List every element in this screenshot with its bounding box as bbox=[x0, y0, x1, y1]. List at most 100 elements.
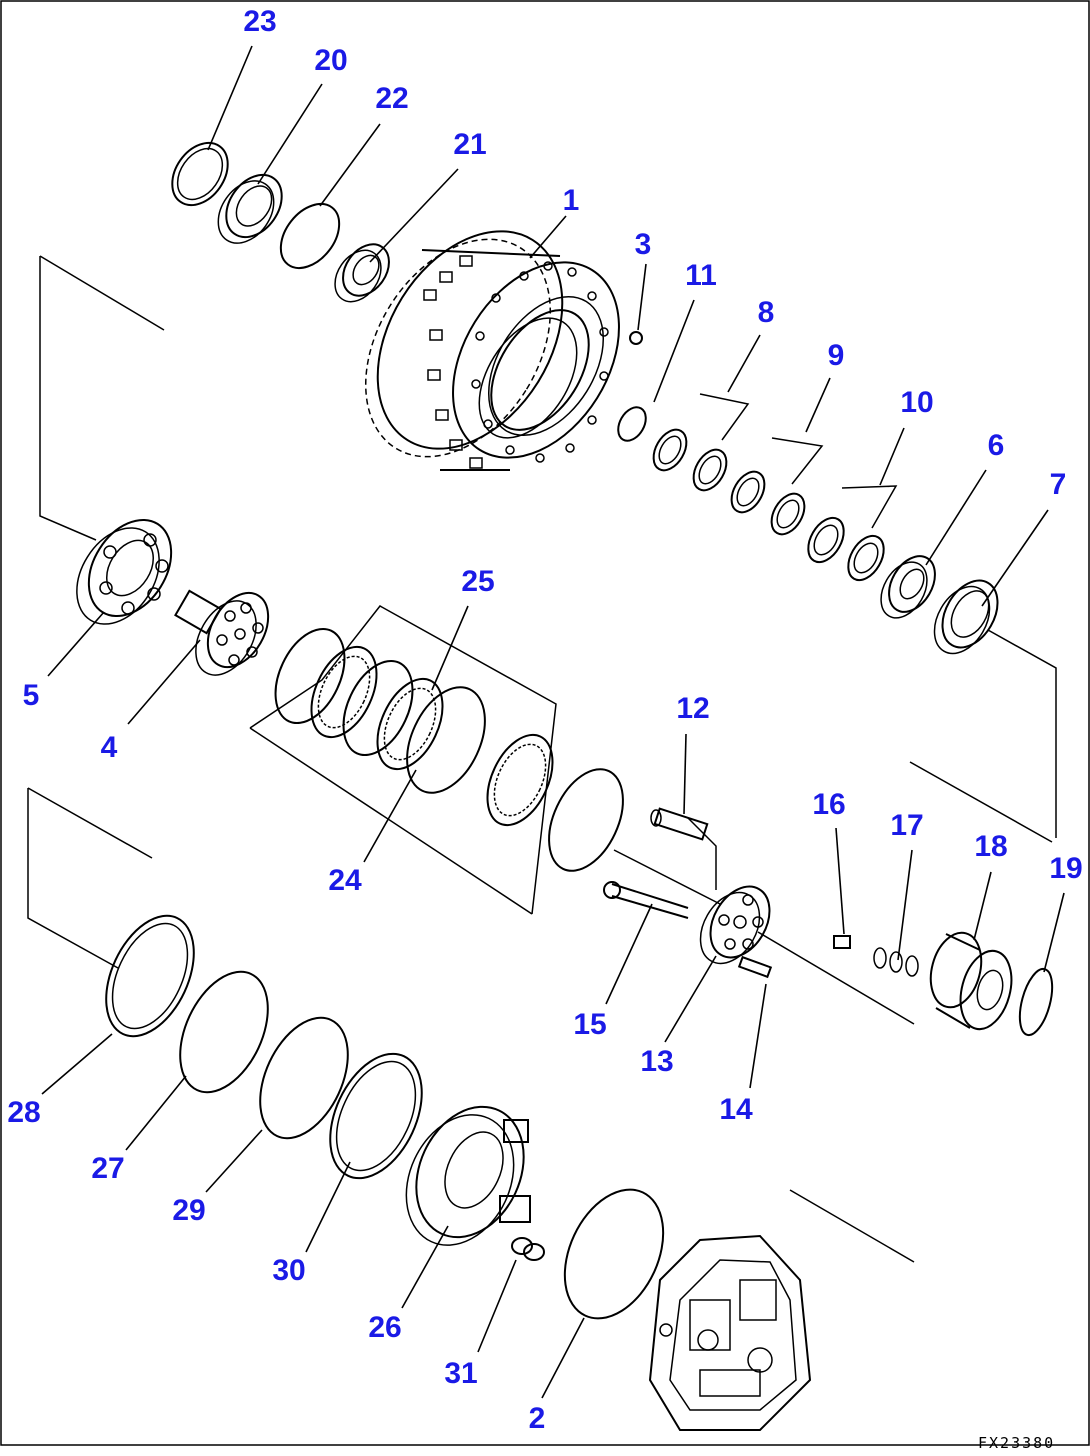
part-21-bearing bbox=[334, 243, 390, 303]
phantom-line-lower-left-diag bbox=[27, 787, 153, 859]
callout-number-15: 15 bbox=[573, 1008, 606, 1041]
leader-line-25 bbox=[431, 605, 469, 691]
callout-number-17: 17 bbox=[890, 809, 923, 842]
phantom-line-pin bbox=[687, 817, 717, 890]
leader-line-8 bbox=[727, 334, 761, 393]
callout-number-24: 24 bbox=[328, 864, 362, 897]
callout-number-2: 2 bbox=[529, 1402, 546, 1435]
part-2-o-ring bbox=[563, 1188, 665, 1320]
part-4-cylinder-block bbox=[174, 589, 270, 676]
callout-number-31: 31 bbox=[444, 1357, 477, 1390]
phantom-line-plate bbox=[613, 849, 721, 905]
phantom-line-lower-left bbox=[27, 788, 119, 969]
callout-number-23: 23 bbox=[243, 5, 276, 38]
part-27-o-ring bbox=[179, 970, 269, 1094]
callout-number-22: 22 bbox=[375, 82, 408, 115]
leader-line-26 bbox=[401, 1225, 449, 1309]
phantom-line-right bbox=[987, 629, 1057, 838]
leader-line-4 bbox=[127, 639, 201, 725]
leader-line-11 bbox=[653, 299, 695, 403]
phantom-lines bbox=[27, 255, 1057, 1263]
part-25-brake-plates bbox=[274, 627, 444, 771]
part-6-bearing bbox=[880, 555, 936, 619]
callout-number-29: 29 bbox=[172, 1194, 205, 1227]
leader-line-23 bbox=[207, 45, 253, 151]
leader-line-20 bbox=[257, 83, 323, 185]
leader-line-16 bbox=[835, 827, 845, 935]
leader-line-15 bbox=[605, 903, 653, 1005]
part-11-ring bbox=[617, 406, 647, 442]
leader-line-18 bbox=[973, 871, 992, 941]
bracket-9 bbox=[771, 437, 824, 485]
leader-line-9 bbox=[805, 377, 831, 433]
part-24-brake-discs bbox=[406, 686, 554, 827]
part-22-o-ring bbox=[279, 203, 341, 269]
part-14-bolt bbox=[737, 955, 773, 979]
part-3-plug bbox=[629, 331, 643, 345]
leader-line-13 bbox=[664, 955, 717, 1043]
phantom-line-disc-base bbox=[249, 727, 533, 915]
leader-line-14 bbox=[749, 983, 767, 1089]
part-20-seal bbox=[217, 173, 283, 244]
callout-number-10: 10 bbox=[900, 386, 933, 419]
leader-line-29 bbox=[205, 1129, 263, 1193]
phantom-line-disc-bracket bbox=[249, 605, 557, 915]
callout-number-13: 13 bbox=[640, 1045, 673, 1078]
callout-number-14: 14 bbox=[719, 1093, 753, 1126]
callout-number-3: 3 bbox=[635, 228, 652, 261]
callout-number-7: 7 bbox=[1050, 468, 1067, 501]
callout-number-1: 1 bbox=[563, 184, 580, 217]
callout-number-19: 19 bbox=[1049, 852, 1082, 885]
leader-line-30 bbox=[305, 1161, 351, 1253]
part-motor-case bbox=[648, 1234, 812, 1431]
part-26-piston bbox=[405, 1105, 531, 1246]
bracket-10 bbox=[841, 485, 898, 529]
part-29-o-ring bbox=[259, 1016, 349, 1140]
callout-number-21: 21 bbox=[453, 128, 486, 161]
callout-number-4: 4 bbox=[101, 731, 118, 764]
callout-number-26: 26 bbox=[368, 1311, 401, 1344]
leader-line-22 bbox=[319, 123, 381, 207]
phantom-line-valve bbox=[757, 931, 915, 1025]
leader-line-1 bbox=[529, 215, 567, 259]
part-16-pin bbox=[833, 935, 851, 949]
part-1-housing bbox=[364, 230, 620, 471]
callout-number-30: 30 bbox=[272, 1254, 305, 1287]
part-8-shims bbox=[652, 428, 728, 492]
part-plate bbox=[548, 768, 624, 872]
callout-number-20: 20 bbox=[314, 44, 347, 77]
callout-number-28: 28 bbox=[7, 1096, 40, 1129]
leader-line-21 bbox=[369, 168, 459, 263]
part-10-shims bbox=[807, 516, 885, 582]
leader-line-24 bbox=[363, 769, 417, 863]
callout-number-8: 8 bbox=[758, 296, 775, 329]
callout-number-6: 6 bbox=[988, 429, 1005, 462]
callout-labels: 1234567891011121314151617181920212223242… bbox=[7, 5, 1082, 1435]
callout-number-9: 9 bbox=[828, 339, 845, 372]
leader-line-3 bbox=[637, 263, 647, 331]
leader-line-2 bbox=[541, 1317, 585, 1399]
part-12-pin bbox=[650, 807, 709, 841]
part-28-ring bbox=[105, 914, 195, 1038]
callout-number-16: 16 bbox=[812, 788, 845, 821]
part-19-cover bbox=[1018, 967, 1054, 1037]
part-30-ring bbox=[329, 1052, 423, 1180]
part-13-valve-plate bbox=[699, 885, 771, 965]
part-17-springs bbox=[873, 947, 919, 977]
phantom-line-upper-left bbox=[39, 256, 97, 541]
callout-leaders bbox=[41, 45, 1065, 1399]
leader-line-6 bbox=[925, 469, 987, 566]
phantom-line-motor bbox=[789, 1189, 915, 1263]
callout-number-12: 12 bbox=[676, 692, 709, 725]
leader-line-12 bbox=[683, 733, 687, 815]
leader-line-31 bbox=[477, 1259, 517, 1353]
callout-number-18: 18 bbox=[974, 830, 1007, 863]
phantom-line-upper-left-diag bbox=[39, 255, 165, 331]
part-23-snap-ring bbox=[171, 141, 229, 207]
callout-number-5: 5 bbox=[23, 679, 40, 712]
leader-line-5 bbox=[47, 611, 105, 677]
callout-number-25: 25 bbox=[461, 565, 494, 598]
part-9-shims bbox=[730, 470, 806, 536]
